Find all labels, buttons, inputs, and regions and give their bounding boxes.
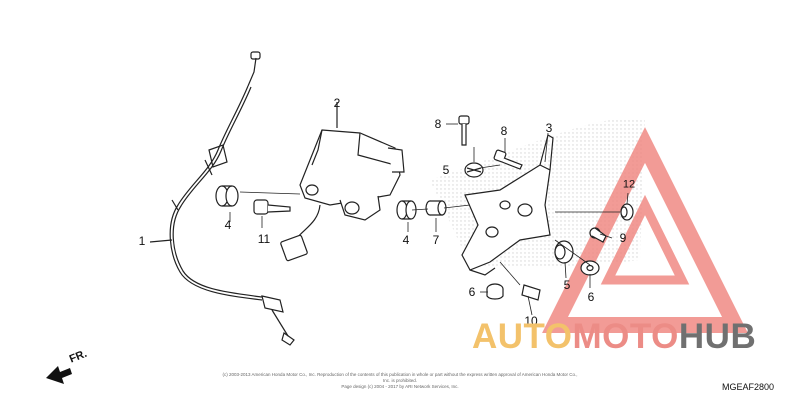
callout-part-4b: 4 [402,233,410,247]
bracket-part-3 [461,134,554,276]
bolt-part-8b [493,149,523,170]
cable-part-1 [149,51,295,346]
watermark-part-auto: AUTO [472,317,573,356]
watermark-part-moto: MOTO [572,317,679,356]
callout-part-8b: 8 [500,124,508,138]
callout-part-1: 1 [138,234,146,248]
copyright-notice: (c) 2003-2013 American Honda Motor Co., … [222,372,578,390]
watermark-part-hub: HUB [678,317,757,356]
callout-part-8a: 8 [434,117,442,131]
copyright-line-1: (c) 2003-2013 American Honda Motor Co., … [222,372,578,383]
collar-part-7 [425,200,447,216]
callout-part-4a: 4 [224,218,232,232]
washer-part-12 [620,203,634,221]
callout-part-10: 10 [524,314,538,328]
callout-part-2: 2 [333,96,341,110]
bolt-part-9 [589,227,607,243]
watermark-text: AUTOMOTOHUB [472,318,756,356]
callout-part-12: 12 [622,178,636,191]
copyright-line-2: Page design (c) 2004 - 2017 by ARI Netwo… [341,384,459,389]
callout-part-6a: 6 [468,285,476,299]
diagram-code: MGEAF2800 [721,382,774,392]
callout-part-11: 11 [257,232,271,246]
actuator-part-2 [280,102,405,262]
cap-part-10 [521,284,541,301]
bolt-part-8a [458,115,470,146]
callout-part-7: 7 [432,233,440,247]
callout-part-9: 9 [619,231,627,245]
callout-part-5b: 5 [563,278,571,292]
callout-part-6b: 6 [587,290,595,304]
collar-part-6a [486,283,504,300]
bolt-part-11 [253,199,291,215]
callout-part-5a: 5 [442,163,450,177]
collar-part-6b [580,260,600,276]
grommet-part-4a [215,185,239,207]
rubber-part-5b [554,240,574,264]
leader-lines [229,123,629,316]
rubber-part-5a [464,162,484,178]
front-arrow-icon [46,366,72,384]
callout-part-3: 3 [545,121,553,135]
